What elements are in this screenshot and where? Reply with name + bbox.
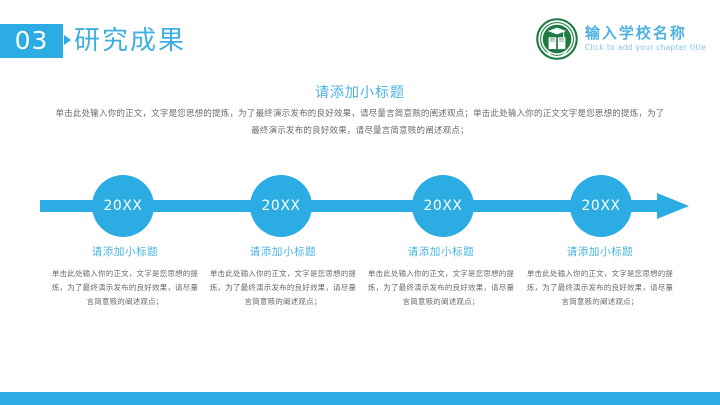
content-column-3: 请添加小标题 单击此处输入你的正文，文字是您思想的提炼，为了最终演示发布的良好效…	[520, 244, 680, 309]
school-name-text: 输入学校名称	[584, 24, 687, 43]
column-heading: 请添加小标题	[407, 246, 475, 258]
school-logo: 输入学校名称 Click to add your chapter title	[536, 16, 706, 62]
column-heading: 请添加小标题	[566, 246, 634, 258]
page-title: 研究成果	[74, 26, 187, 56]
timeline-segment-0	[40, 200, 104, 212]
column-body: 单击此处输入你的正文，文字是您思想的提炼，为了最终演示发布的良好效果，请尽量言简…	[209, 269, 357, 306]
column-heading: 请添加小标题	[249, 246, 317, 258]
timeline-segment-3	[460, 200, 582, 212]
timeline-node-2[interactable]: 20XX	[412, 175, 474, 237]
intro-paragraph: 单击此处输入你的正文，文字是您思想的提炼，为了最终演示发布的良好效果，请尽量言简…	[55, 109, 665, 136]
school-logo-text: 输入学校名称 Click to add your chapter title	[585, 26, 706, 52]
timeline-node-3[interactable]: 20XX	[570, 175, 632, 237]
column-body: 单击此处输入你的正文，文字是您思想的提炼，为了最终演示发布的良好效果，请尽量言简…	[367, 269, 515, 306]
column-body: 单击此处输入你的正文，文字是您思想的提炼，为了最终演示发布的良好效果，请尽量言简…	[51, 269, 199, 306]
timeline-arrow-icon	[657, 193, 689, 219]
column-heading: 请添加小标题	[91, 246, 159, 258]
content-column-1: 请添加小标题 单击此处输入你的正文，文字是您思想的提炼，为了最终演示发布的良好效…	[203, 244, 363, 309]
content-column-0: 请添加小标题 单击此处输入你的正文，文字是您思想的提炼，为了最终演示发布的良好效…	[45, 244, 205, 309]
timeline: 20XX 20XX 20XX 20XX	[0, 175, 720, 237]
school-subtitle-text: Click to add your chapter title	[584, 43, 706, 53]
timeline-node-0[interactable]: 20XX	[92, 175, 154, 237]
footer-bar	[0, 392, 720, 405]
content-columns: 请添加小标题 单击此处输入你的正文，文字是您思想的提炼，为了最终演示发布的良好效…	[0, 244, 720, 309]
content-column-2: 请添加小标题 单击此处输入你的正文，文字是您思想的提炼，为了最终演示发布的良好效…	[361, 244, 521, 309]
timeline-segment-2	[298, 200, 424, 212]
timeline-node-1[interactable]: 20XX	[250, 175, 312, 237]
column-body: 单击此处输入你的正文，文字是您思想的提炼，为了最终演示发布的良好效果，请尽量言简…	[526, 269, 674, 306]
intro-heading: 请添加小标题	[315, 85, 405, 101]
timeline-segment-1	[140, 200, 262, 212]
badge-arrow-icon	[64, 35, 71, 45]
school-crest-icon	[536, 18, 578, 60]
section-number-badge: 03	[0, 24, 63, 58]
